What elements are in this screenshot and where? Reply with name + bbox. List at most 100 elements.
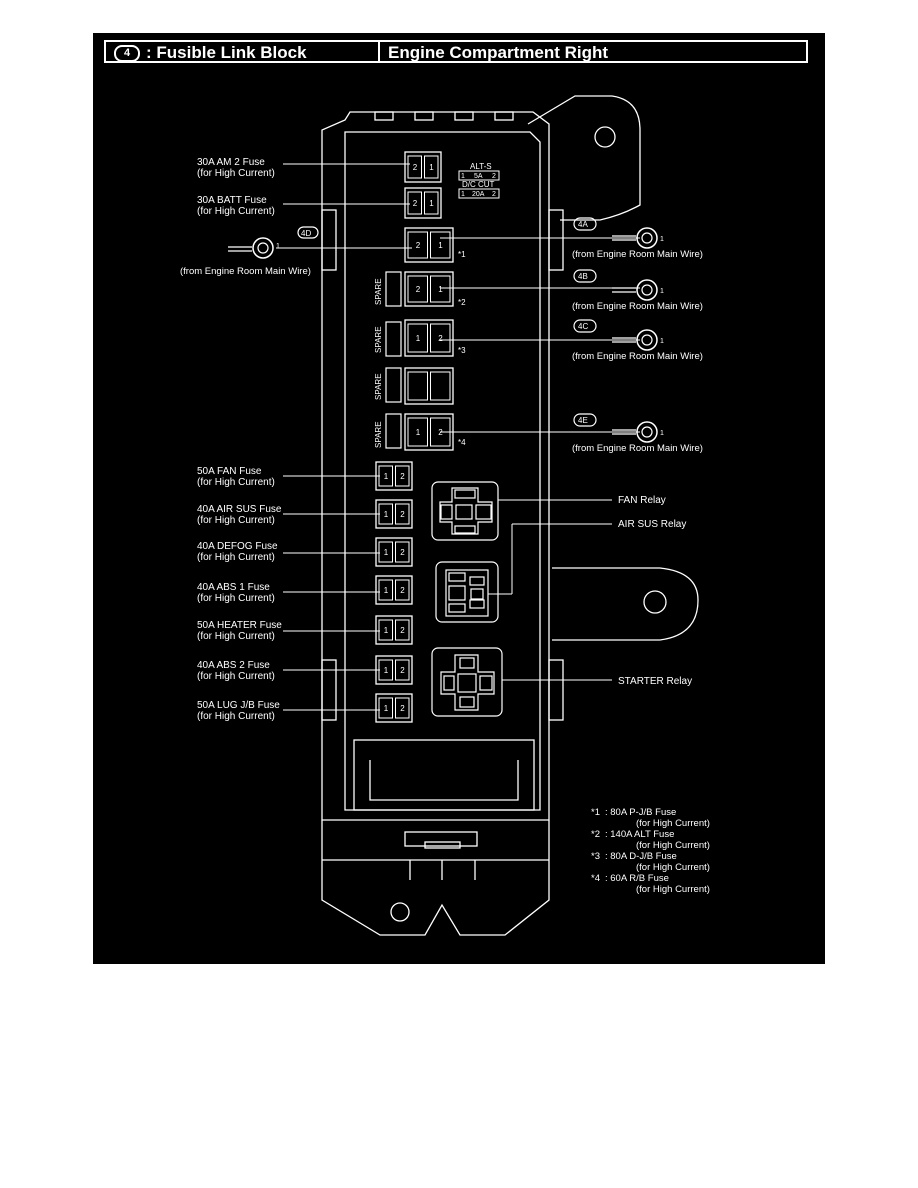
dc-cut-cell: 20A	[472, 191, 485, 198]
fuse-terminal	[430, 275, 451, 303]
alt-s-cell: 1	[461, 173, 465, 180]
leader-lines	[276, 163, 640, 711]
fuse-terminal	[378, 541, 393, 563]
fuse-label-fan: 50A FAN Fuse	[197, 466, 262, 477]
fuse-label-air-sus-sub: (for High Current)	[197, 515, 275, 526]
fuse-terminal	[378, 619, 393, 641]
bottom-compartment	[353, 739, 535, 811]
note-mark: *1	[591, 807, 600, 818]
terminal-number: 1	[438, 285, 443, 294]
terminal-number: 1	[416, 428, 421, 437]
bottom-connector-pin	[424, 841, 461, 849]
fuse-terminal	[395, 619, 410, 641]
block-title: 4: Fusible Link Block	[114, 43, 307, 63]
right-connectors: 4A 1 (from Engine Room Main Wire) 4B 1 (from …	[572, 217, 703, 454]
terminal-number: 2	[400, 548, 405, 557]
note-text: : 60A R/B Fuse	[605, 873, 669, 884]
fuse-terminal	[407, 275, 428, 303]
air-sus-relay-pin	[469, 599, 485, 609]
fuse-terminal	[395, 503, 410, 525]
fuse-mark: *4	[458, 438, 466, 447]
connector-label: (from Engine Room Main Wire)	[572, 301, 703, 312]
fuse-body	[404, 187, 442, 219]
dc-cut-label: D/C CUT	[462, 180, 495, 189]
connector-pin: 1	[660, 288, 664, 295]
fuse-terminal	[395, 697, 410, 719]
starter-relay-center	[457, 673, 477, 693]
side-clip	[548, 209, 564, 271]
fuse-body	[404, 271, 454, 307]
fan-relay-pin	[454, 525, 476, 534]
fuse-label-fan-sub: (for High Current)	[197, 477, 275, 488]
fan-relay-label: FAN Relay	[618, 495, 666, 506]
fuse-label-am2: 30A AM 2 Fuse	[197, 157, 265, 168]
fuse-label-lug-jb: 50A LUG J/B Fuse	[197, 700, 280, 711]
air-sus-relay	[435, 561, 499, 623]
note-sub: (for High Current)	[636, 818, 710, 829]
terminal-number: 1	[384, 666, 389, 675]
bottom-connector-key	[404, 831, 478, 847]
ring-terminal-hole	[641, 232, 653, 244]
top-tab	[454, 111, 474, 121]
connector-pin: 1	[660, 338, 664, 345]
fuse-label-batt: 30A BATT Fuse	[197, 195, 267, 206]
location-title: Engine Compartment Right	[388, 43, 609, 62]
block-title-text: : Fusible Link Block	[146, 43, 307, 62]
dc-cut-cell: 2	[492, 191, 496, 198]
spare-slot	[385, 321, 402, 357]
side-clip	[321, 659, 337, 721]
connector-code: 4B	[578, 272, 588, 281]
note-text: : 140A ALT Fuse	[605, 829, 674, 840]
connector-4d: 4D 1 (from Engine Room Main Wire)	[180, 226, 319, 277]
connector-code: 4A	[578, 220, 588, 229]
connector-label: (from Engine Room Main Wire)	[572, 443, 703, 454]
alt-s-label: ALT-S	[470, 162, 492, 171]
connector-pin: 1	[660, 236, 664, 243]
fuse-label-batt-sub: (for High Current)	[197, 206, 275, 217]
terminal-number: 2	[413, 199, 418, 208]
terminal-number: 1	[384, 548, 389, 557]
fuse-label-defog-sub: (for High Current)	[197, 552, 275, 563]
fuse-terminal	[407, 417, 428, 447]
connector-badge	[573, 269, 597, 283]
fuse-terminal	[395, 465, 410, 487]
fuse-terminal	[424, 191, 439, 215]
note-text: : 80A P-J/B Fuse	[605, 807, 676, 818]
starter-relay-label: STARTER Relay	[618, 676, 692, 687]
bottom-compartment-slot	[369, 760, 519, 801]
mounting-hole-top	[594, 126, 616, 148]
fuse-terminal	[430, 323, 451, 353]
fuse-terminal	[407, 191, 422, 215]
starter-relay	[431, 647, 503, 717]
fuse-terminal	[395, 659, 410, 681]
terminal-number: 1	[384, 704, 389, 713]
fuse-label-defog: 40A DEFOG Fuse	[197, 541, 278, 552]
fuse-terminal	[378, 579, 393, 601]
terminal-number: 1	[384, 626, 389, 635]
mounting-hole-bottom	[390, 902, 410, 922]
fuse-mark: *3	[458, 346, 466, 355]
starter-relay-socket	[440, 654, 495, 711]
connector-pin: 1	[276, 243, 280, 250]
ring-terminal-hole	[641, 284, 653, 296]
fuse-terminal	[378, 697, 393, 719]
spare-label: SPARE	[374, 421, 383, 448]
fan-relay-pin	[475, 504, 492, 520]
fuse-body	[375, 693, 413, 723]
terminal-number: 1	[429, 163, 434, 172]
connector-code: 4E	[578, 416, 588, 425]
ring-terminal	[636, 279, 658, 301]
note-sub: (for High Current)	[636, 862, 710, 873]
fuse-mark: *1	[458, 250, 466, 259]
terminal-number: 2	[413, 163, 418, 172]
air-sus-relay-pin	[448, 603, 466, 613]
fuse-label-heater: 50A HEATER Fuse	[197, 620, 282, 631]
terminal-number: 1	[384, 510, 389, 519]
starter-relay-pin	[459, 696, 475, 708]
fan-relay-pin	[440, 504, 453, 520]
terminal-number: 2	[400, 666, 405, 675]
terminal-number: 1	[429, 199, 434, 208]
fuse-body	[404, 319, 454, 357]
fuse-body	[404, 367, 454, 405]
